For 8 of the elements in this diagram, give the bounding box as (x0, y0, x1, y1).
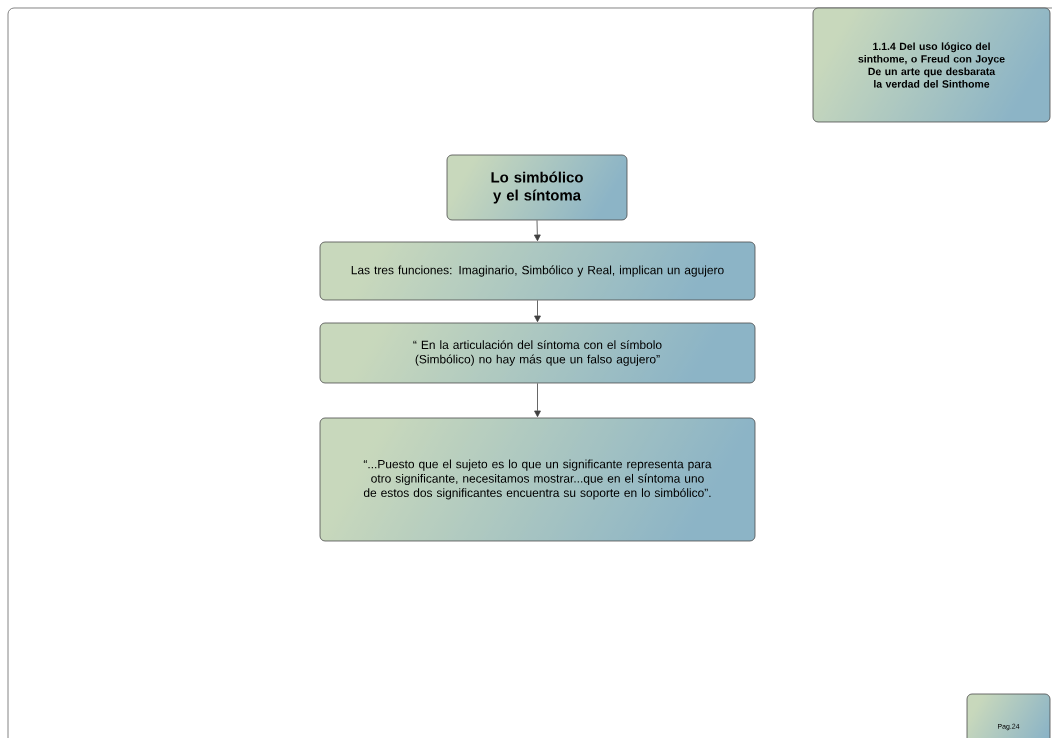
quote-box: “ En la articulación del síntoma con el símbolo (Simbólico) no hay más que un falso agujero” (319, 322, 756, 384)
quote-box: “...Puesto que el sujeto es lo que un significante representa para otro significante, necesitamos mostrar...que en el síntoma uno de estos dos significantes encuentra su soporte en lo simbólico”. (319, 417, 756, 542)
arrow (534, 300, 541, 323)
title-box: Lo simbólico y el síntoma (446, 154, 628, 221)
arrow (534, 383, 541, 418)
process-box: Las tres funciones: Imaginario, Simbólico y Real, implican un agujero (319, 241, 756, 301)
arrow (534, 220, 541, 242)
topic-box: 1.1.4 Del uso lógico del sinthome, o Freud con Joyce De un arte que desbarata la verdad del Sinthome (812, 7, 1051, 123)
